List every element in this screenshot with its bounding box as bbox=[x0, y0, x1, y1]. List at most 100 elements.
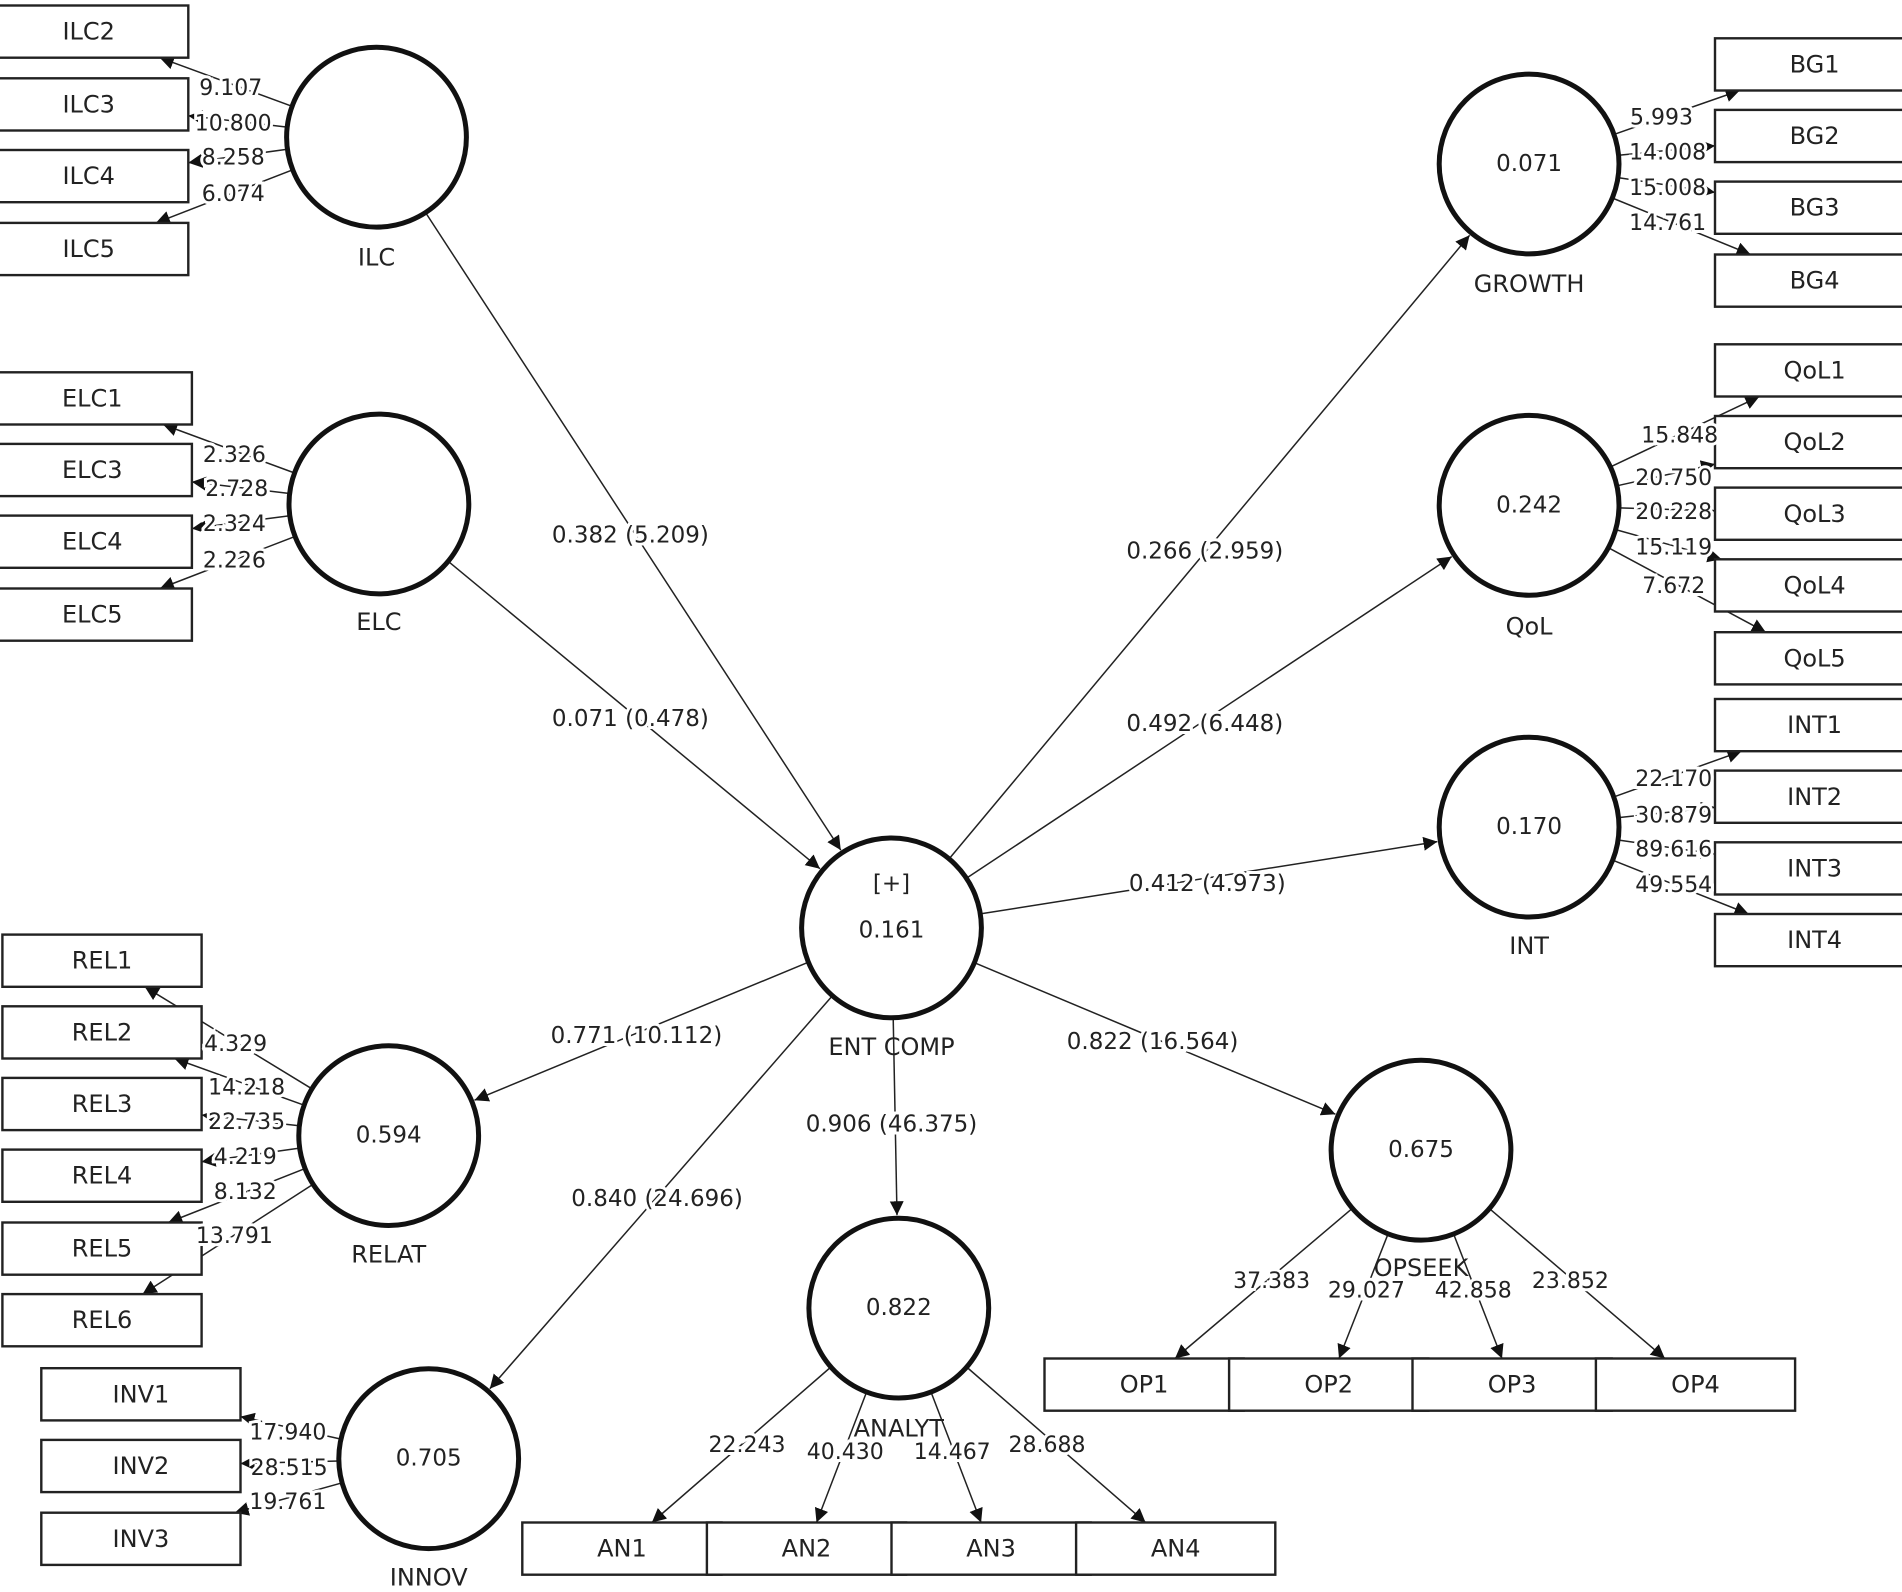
construct-label-ent: ENT COMP bbox=[828, 1033, 954, 1061]
indicator-box-an3[interactable] bbox=[890, 1521, 1092, 1576]
indicator-box-rel5[interactable] bbox=[1, 1221, 203, 1276]
loading-value-bg1: 5.993 bbox=[1630, 105, 1693, 130]
construct-node-elc[interactable] bbox=[286, 411, 472, 597]
construct-node-innov[interactable] bbox=[336, 1366, 522, 1552]
indicator-label-op3: OP3 bbox=[1488, 1371, 1537, 1399]
path-coefficient-ent-to-growth: 0.266 (2.959) bbox=[1126, 538, 1283, 564]
indicator-box-op4[interactable] bbox=[1594, 1357, 1797, 1412]
indicator-box-rel2[interactable] bbox=[1, 1005, 203, 1060]
indicator-label-qol5: QoL5 bbox=[1783, 644, 1845, 672]
path-coefficient-ent-to-analyt: 0.906 (46.375) bbox=[806, 1112, 978, 1138]
construct-node-ilc[interactable] bbox=[284, 44, 469, 230]
indicator-box-an2[interactable] bbox=[705, 1521, 908, 1576]
path-arrow-ent-to-analyt[interactable] bbox=[889, 1017, 904, 1216]
indicator-label-elc5: ELC5 bbox=[62, 601, 123, 629]
indicator-box-qol1[interactable] bbox=[1713, 343, 1902, 398]
loading-arrow-elc4 bbox=[191, 514, 290, 534]
path-arrow-ent-to-int[interactable] bbox=[980, 836, 1438, 915]
indicator-box-int1[interactable] bbox=[1713, 697, 1902, 753]
indicator-box-ilc4[interactable] bbox=[0, 148, 190, 204]
indicator-label-int2: INT2 bbox=[1787, 783, 1842, 811]
indicator-box-int3[interactable] bbox=[1713, 841, 1902, 896]
indicator-box-inv2[interactable] bbox=[40, 1438, 242, 1494]
construct-node-relat[interactable] bbox=[296, 1043, 482, 1228]
indicator-box-rel3[interactable] bbox=[1, 1076, 203, 1132]
indicator-box-int4[interactable] bbox=[1713, 912, 1902, 968]
indicator-box-qol2[interactable] bbox=[1713, 414, 1902, 470]
loading-value-op1: 37.383 bbox=[1233, 1269, 1310, 1294]
indicator-box-bg1[interactable] bbox=[1713, 37, 1902, 92]
indicator-box-rel6[interactable] bbox=[1, 1292, 203, 1348]
indicator-label-bg4: BG4 bbox=[1790, 267, 1840, 295]
loading-value-ilc2: 9.107 bbox=[199, 76, 262, 101]
loading-arrow-bg1 bbox=[1613, 88, 1740, 136]
loading-value-int4: 49.554 bbox=[1635, 873, 1712, 898]
indicator-box-rel1[interactable] bbox=[1, 933, 203, 988]
indicator-box-ilc2[interactable] bbox=[0, 4, 190, 59]
path-arrow-ent-to-opseek[interactable] bbox=[974, 962, 1336, 1116]
indicator-box-elc3[interactable] bbox=[0, 442, 194, 498]
loading-arrow-qol5 bbox=[1607, 547, 1767, 633]
path-coefficient-elc-to-ent: 0.071 (0.478) bbox=[552, 706, 709, 732]
indicator-box-ilc5[interactable] bbox=[0, 221, 190, 277]
path-coefficient-ent-to-opseek: 0.822 (16.564) bbox=[1067, 1029, 1239, 1055]
indicator-box-inv1[interactable] bbox=[40, 1366, 242, 1422]
loading-arrow-op1 bbox=[1174, 1207, 1353, 1360]
loading-arrow-op4 bbox=[1488, 1208, 1666, 1360]
indicator-box-an1[interactable] bbox=[521, 1521, 723, 1576]
r-squared-ent: 0.161 bbox=[859, 917, 925, 943]
path-coefficient-ent-to-innov: 0.840 (24.696) bbox=[571, 1186, 743, 1212]
indicator-box-qol3[interactable] bbox=[1713, 486, 1902, 542]
path-arrow-ent-to-innov[interactable] bbox=[489, 995, 833, 1390]
loading-arrow-elc3 bbox=[191, 476, 290, 495]
loading-value-ilc3: 10.800 bbox=[195, 111, 272, 136]
indicator-label-an4: AN4 bbox=[1151, 1535, 1201, 1563]
loading-arrow-rel3 bbox=[201, 1109, 300, 1127]
indicator-box-elc1[interactable] bbox=[0, 371, 194, 426]
indicator-label-op2: OP2 bbox=[1304, 1371, 1353, 1399]
path-arrow-ent-to-qol[interactable] bbox=[965, 555, 1453, 879]
construct-node-qol[interactable] bbox=[1436, 412, 1622, 598]
construct-node-ent[interactable] bbox=[799, 835, 984, 1021]
loading-value-rel2: 14.218 bbox=[208, 1076, 285, 1101]
indicator-box-elc4[interactable] bbox=[0, 514, 194, 569]
indicator-box-bg3[interactable] bbox=[1713, 180, 1902, 236]
indicator-box-qol4[interactable] bbox=[1713, 558, 1902, 613]
loading-arrow-int3 bbox=[1617, 839, 1716, 859]
loading-value-bg2: 14.008 bbox=[1629, 141, 1706, 166]
construct-node-int[interactable] bbox=[1436, 734, 1622, 920]
loading-value-ilc4: 8.258 bbox=[202, 145, 265, 170]
path-arrow-ilc-to-ent[interactable] bbox=[424, 212, 842, 851]
path-arrow-elc-to-ent[interactable] bbox=[447, 560, 821, 870]
loading-value-qol4: 15.119 bbox=[1635, 535, 1712, 560]
expand-toggle-ent[interactable]: [+] bbox=[873, 871, 910, 897]
indicator-box-inv3[interactable] bbox=[40, 1511, 242, 1567]
indicator-box-bg2[interactable] bbox=[1713, 108, 1902, 164]
indicator-box-qol5[interactable] bbox=[1713, 631, 1902, 686]
indicator-box-ilc3[interactable] bbox=[0, 77, 190, 132]
indicator-box-op1[interactable] bbox=[1043, 1357, 1245, 1412]
indicator-box-bg4[interactable] bbox=[1713, 253, 1902, 308]
loading-value-op2: 29.027 bbox=[1328, 1279, 1405, 1304]
indicator-box-elc5[interactable] bbox=[0, 587, 194, 642]
indicator-label-an1: AN1 bbox=[597, 1535, 647, 1563]
loading-arrow-elc5 bbox=[159, 535, 296, 590]
construct-node-growth[interactable] bbox=[1436, 71, 1622, 257]
indicator-box-int2[interactable] bbox=[1713, 769, 1902, 824]
loading-arrow-inv2 bbox=[240, 1456, 339, 1471]
indicator-box-rel4[interactable] bbox=[1, 1148, 203, 1203]
indicator-box-an4[interactable] bbox=[1074, 1521, 1277, 1576]
path-arrow-ent-to-growth[interactable] bbox=[948, 234, 1471, 860]
loading-value-qol2: 20.750 bbox=[1635, 466, 1712, 491]
loading-value-elc4: 2.324 bbox=[203, 512, 266, 537]
construct-node-analyt[interactable] bbox=[806, 1215, 992, 1401]
loading-arrow-qol3 bbox=[1618, 503, 1716, 518]
indicator-box-op3[interactable] bbox=[1411, 1357, 1613, 1412]
loading-arrow-ilc5 bbox=[155, 169, 293, 225]
loading-arrow-rel1 bbox=[144, 986, 313, 1090]
construct-node-opseek[interactable] bbox=[1328, 1057, 1514, 1243]
indicator-label-an3: AN3 bbox=[966, 1535, 1016, 1563]
path-arrow-ent-to-relat[interactable] bbox=[474, 961, 809, 1102]
loading-arrow-an3 bbox=[930, 1391, 983, 1523]
indicator-label-inv3: INV3 bbox=[113, 1525, 170, 1553]
